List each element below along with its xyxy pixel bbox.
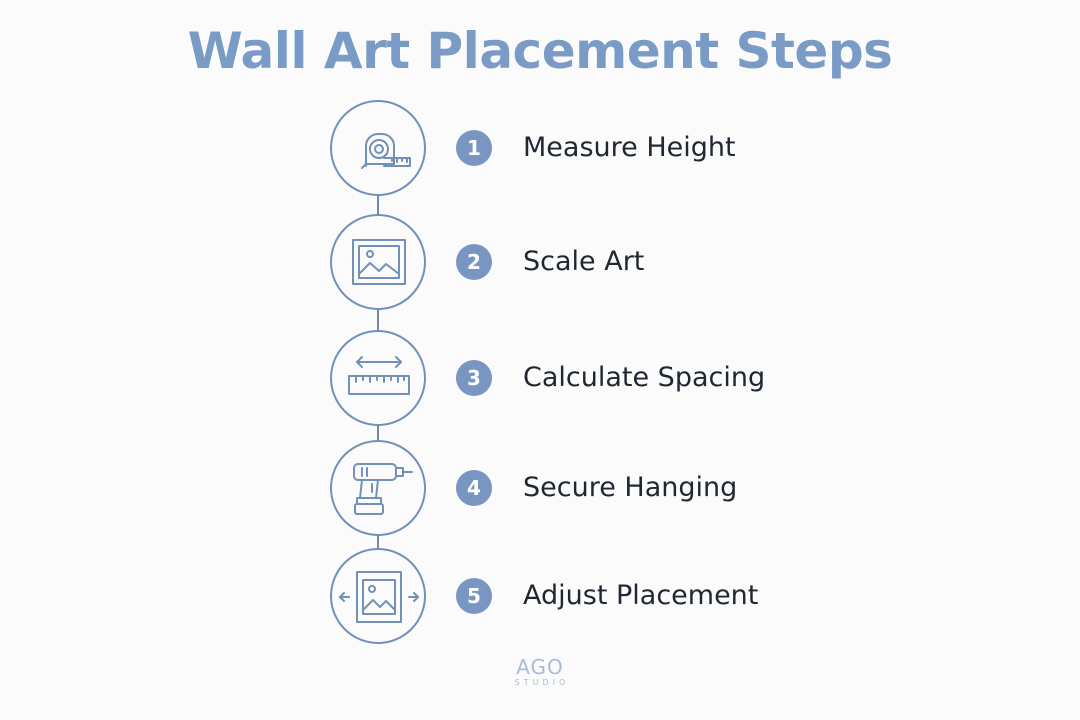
- step-number-badge: 3: [456, 360, 492, 396]
- step-number-badge: 4: [456, 470, 492, 506]
- step-icon-circle: [330, 548, 426, 644]
- step-icon-circle: [330, 440, 426, 536]
- connector-line: [377, 424, 379, 440]
- step-label: Measure Height: [523, 132, 736, 163]
- step-scale-art: 2 Scale Art: [330, 214, 830, 310]
- logo-name: AGO: [516, 655, 564, 679]
- step-secure-hanging: 4 Secure Hanging: [330, 440, 830, 536]
- step-adjust-placement: 5 Adjust Placement: [330, 548, 830, 644]
- step-number-badge: 5: [456, 578, 492, 614]
- connector-line: [377, 194, 379, 214]
- step-label: Scale Art: [523, 246, 645, 277]
- step-icon-circle: [330, 214, 426, 310]
- connector-line: [377, 534, 379, 548]
- ruler-arrow-icon: [348, 356, 410, 395]
- adjust-frame-icon: [339, 571, 419, 623]
- connector-line: [377, 308, 379, 330]
- step-number-badge: 2: [456, 244, 492, 280]
- step-icon-circle: [330, 100, 426, 196]
- step-label: Secure Hanging: [523, 472, 738, 503]
- tape-measure-icon: [361, 133, 411, 169]
- logo-subtitle: STUDIO: [514, 678, 570, 687]
- studio-logo: AGO STUDIO: [490, 656, 590, 688]
- step-label: Adjust Placement: [523, 580, 759, 611]
- step-calculate-spacing: 3 Calculate Spacing: [330, 330, 830, 426]
- page-title: Wall Art Placement Steps: [187, 22, 893, 80]
- framed-picture-icon: [352, 239, 406, 285]
- drill-icon: [353, 463, 413, 515]
- step-icon-circle: [330, 330, 426, 426]
- step-number-badge: 1: [456, 130, 492, 166]
- step-label: Calculate Spacing: [523, 362, 766, 393]
- step-measure-height: 1 Measure Height: [330, 100, 830, 196]
